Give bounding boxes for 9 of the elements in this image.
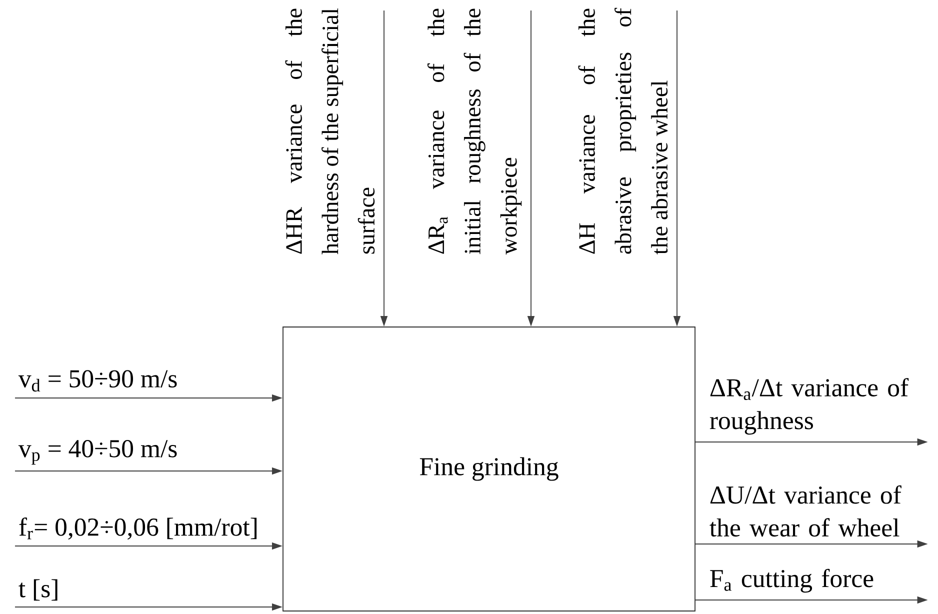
input-label: f$_{r}$= 0,02÷0,06 [mm/rot] (19, 517, 257, 540)
output-label: ΔU/Δt variance of the wear of wheel (710, 485, 902, 537)
output-label: F$_{a}$ cutting force (710, 568, 874, 593)
input-label: t [s] (18, 579, 58, 601)
input-label: ΔHR variance of the hardness of the superficial surface (285, 8, 375, 254)
input-label: v$_{d}$ = 50÷90 m/s (18, 370, 177, 392)
output-label: ΔR$_{a}$/Δt variance of roughness (710, 378, 909, 435)
process-box: Fine grinding (282, 326, 696, 612)
input-label: v$_{p}$ = 40÷50 m/s (18, 440, 177, 465)
